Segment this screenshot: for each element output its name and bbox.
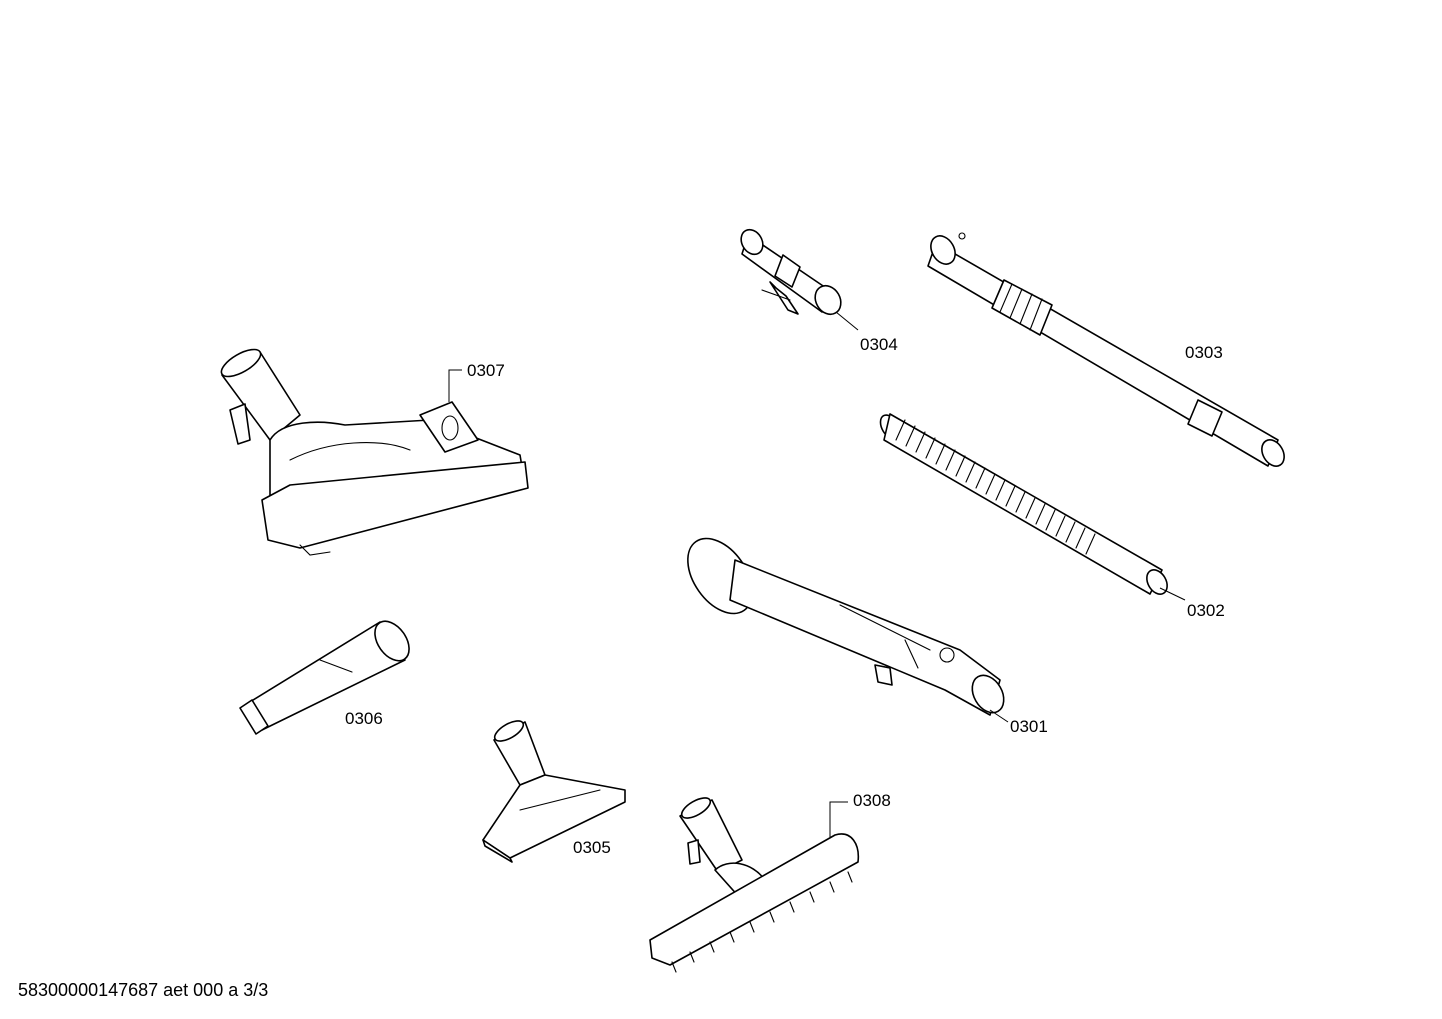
leader-0301 — [989, 709, 1009, 723]
part-0308-parquet-nozzle[interactable] — [649, 794, 860, 973]
part-0301-handle[interactable] — [675, 527, 1011, 719]
callout-0305[interactable]: 0305 — [573, 838, 611, 857]
callout-0308[interactable]: 0308 — [853, 791, 891, 810]
callout-0302[interactable]: 0302 — [1187, 601, 1225, 620]
callout-0307[interactable]: 0307 — [467, 361, 505, 380]
leader-0308 — [829, 801, 848, 838]
part-0307-floor-nozzle[interactable] — [217, 344, 529, 556]
callout-0304[interactable]: 0304 — [860, 335, 898, 354]
part-0302-hose[interactable] — [877, 412, 1172, 598]
callout-0306[interactable]: 0306 — [345, 709, 383, 728]
part-0305-upholstery-nozzle[interactable] — [482, 717, 626, 863]
part-0306-crevice-nozzle[interactable] — [239, 615, 416, 735]
leader-0304 — [835, 311, 859, 331]
leader-0302 — [1159, 587, 1186, 601]
document-code: 58300000147687 aet 000 a 3/3 — [18, 980, 269, 1000]
callout-0303[interactable]: 0303 — [1185, 343, 1223, 362]
callout-0301[interactable]: 0301 — [1010, 717, 1048, 736]
part-0303-tube[interactable] — [926, 232, 1289, 471]
part-0304-coupling[interactable] — [737, 226, 846, 319]
leader-0307 — [448, 369, 462, 402]
